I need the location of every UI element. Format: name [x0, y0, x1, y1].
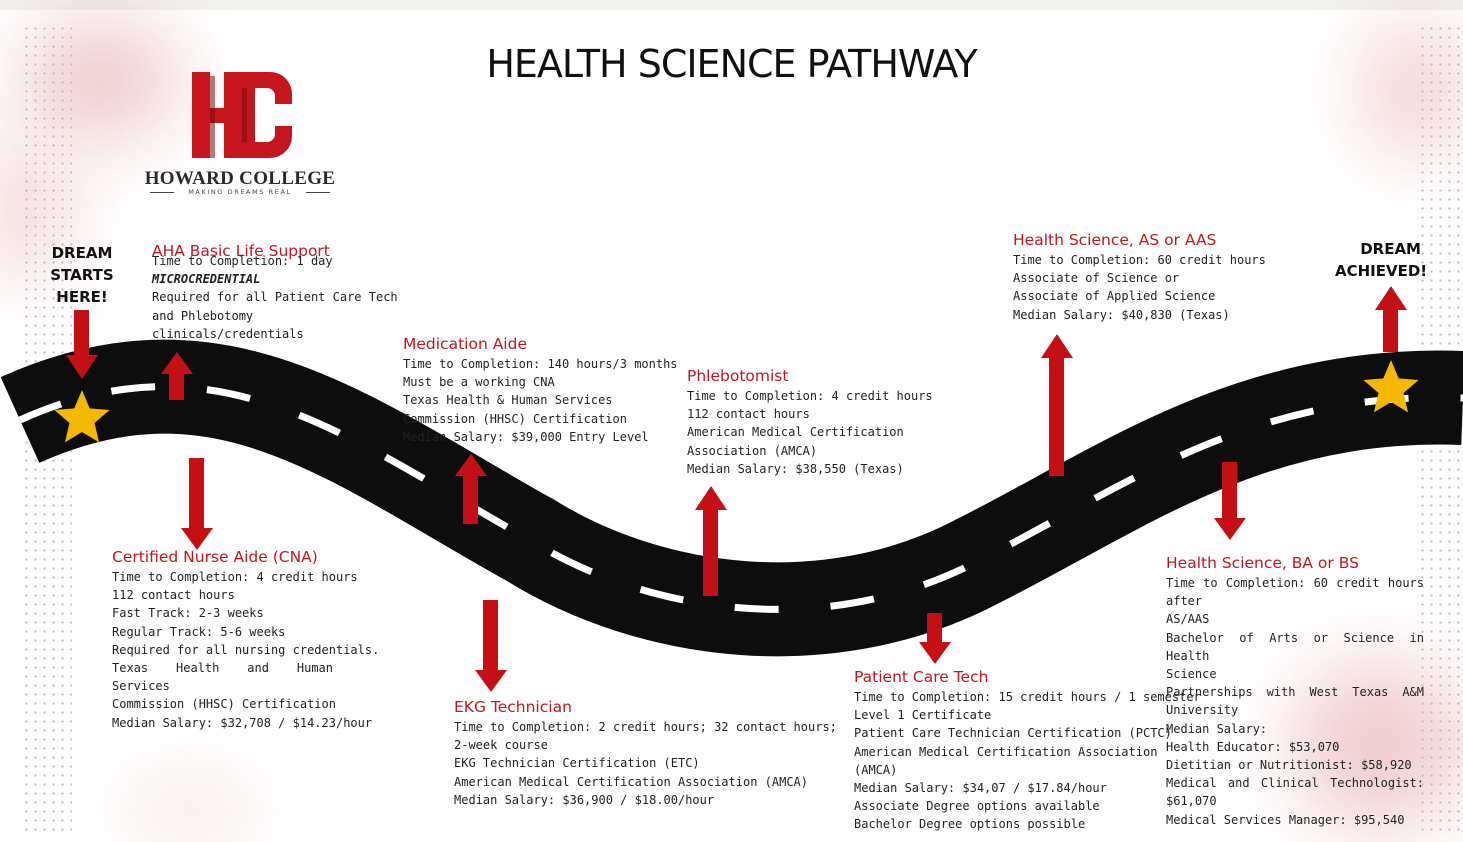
step-line: EKG Technician Certification (ETC): [454, 756, 700, 771]
step-line: Median Salary: $40,830 (Texas): [1013, 307, 1230, 322]
logo-tagline: MAKING DREAMS REAL: [188, 188, 292, 196]
step-line: Bachelor of Arts or Science in Health: [1166, 630, 1424, 663]
step-line: Partnerships with West Texas A&M: [1166, 685, 1424, 700]
step-line: Time to Completion: 4 credit hours: [687, 389, 933, 403]
step-line: Time to Completion: 1 day: [152, 254, 333, 268]
start-label: DREAM STARTS HERE!: [50, 242, 114, 308]
step-title: EKG Technician: [454, 698, 572, 716]
arrow-up-phleb-icon: [695, 486, 727, 596]
arrow-up-med-aide-icon: [455, 454, 487, 524]
end-label: DREAM ACHIEVED!: [1335, 238, 1427, 282]
arrow-down-cna-icon: [181, 458, 213, 550]
arrow-up-bls-icon: [161, 352, 193, 400]
step-line: Commission (HHSC) Certification: [403, 411, 627, 426]
step-line: Medical Services Manager: $95,540: [1166, 812, 1405, 827]
step-line: Median Salary: $32,708 / $14.23/hour: [112, 715, 373, 730]
step-medication-aide: Medication Aide Time to Completion: 140 …: [403, 334, 678, 446]
step-line: Texas Health and Human Services: [112, 661, 333, 694]
step-title: Certified Nurse Aide (CNA): [112, 548, 318, 566]
arrow-up-as-icon: [1041, 334, 1073, 476]
step-line: 112 contact hours: [687, 407, 810, 422]
arrow-up-end-icon: [1375, 286, 1407, 352]
step-line: Commission (HHSC) Certification: [112, 697, 336, 712]
road-center-line: [18, 383, 1463, 613]
step-line: Median Salary: $38,550 (Texas): [687, 461, 904, 476]
step-line: Median Salary: $36,900 / $18.00/hour: [454, 792, 715, 807]
step-patient-care-tech: Patient Care Tech Time to Completion: 15…: [854, 667, 1201, 834]
corner-glow: [120, 780, 260, 840]
step-ekg-technician: EKG Technician Time to Completion: 2 cre…: [454, 697, 837, 809]
step-line: 2-week course: [454, 738, 548, 753]
start-label-line: STARTS: [50, 266, 114, 284]
step-line: Required for all nursing credentials.: [112, 642, 380, 657]
step-line: Medical and Clinical Technologist: $61,0…: [1166, 776, 1424, 809]
step-line: Fast Track: 2-3 weeks: [112, 606, 264, 621]
step-bls: AHA Basic Life Support Time to Completio…: [152, 241, 398, 343]
step-line: American Medical Certification: [687, 425, 904, 440]
end-star-icon: [1363, 360, 1419, 413]
step-title: Health Science, AS or AAS: [1013, 231, 1217, 249]
step-line: Median Salary:: [1166, 721, 1268, 736]
logo-divider: [306, 192, 330, 193]
step-title: Medication Aide: [403, 335, 527, 353]
page-title: HEALTH SCIENCE PATHWAY: [486, 42, 977, 86]
step-health-science-ba: Health Science, BA or BS Time to Complet…: [1166, 553, 1424, 829]
arrow-down-start-icon: [66, 310, 98, 379]
step-line: Level 1 Certificate: [854, 708, 992, 723]
howard-college-logo: HOWARD COLLEGE MAKING DREAMS REAL: [140, 62, 340, 196]
step-line: Time to Completion: 4 credit hours: [112, 570, 358, 584]
step-line: Texas Health & Human Services: [403, 393, 613, 408]
logo-college-name: HOWARD COLLEGE: [144, 168, 336, 189]
step-line: AS/AAS: [1166, 612, 1210, 627]
step-line: Patient Care Technician Certification (P…: [854, 726, 1172, 741]
step-line: Time to Completion: 140 hours/3 months: [403, 357, 678, 371]
step-line: 112 contact hours: [112, 588, 235, 603]
top-band: [0, 0, 1463, 10]
start-star-icon: [54, 390, 110, 443]
arrow-down-pct-icon: [919, 613, 951, 664]
step-line: Median Salary: $34,07 / $17.84/hour: [854, 781, 1107, 796]
step-line: Median Salary: $39,000 Entry Level: [403, 429, 649, 444]
step-line: (AMCA): [854, 762, 898, 777]
step-title: Health Science, BA or BS: [1166, 554, 1359, 572]
hc-monogram-icon: [192, 72, 292, 158]
step-line: Required for all Patient Care Tech: [152, 290, 398, 305]
step-line: Association (AMCA): [687, 443, 818, 458]
step-health-science-as: Health Science, AS or AAS Time to Comple…: [1013, 230, 1266, 324]
step-line: Science: [1166, 667, 1217, 682]
step-line: Time to Completion: 2 credit hours; 32 c…: [454, 720, 837, 734]
step-line: Time to Completion: 15 credit hours / 1 …: [854, 690, 1201, 704]
step-line: Bachelor Degree options possible: [854, 817, 1086, 832]
step-line: American Medical Certification Associati…: [854, 744, 1158, 759]
step-line: University: [1166, 703, 1239, 718]
step-cna: Certified Nurse Aide (CNA) Time to Compl…: [112, 547, 379, 732]
step-line: Time to Completion: 60 credit hours: [1013, 253, 1266, 267]
arrow-down-ba-icon: [1214, 462, 1246, 540]
step-line: Regular Track: 5-6 weeks: [112, 624, 286, 639]
step-title: Phlebotomist: [687, 367, 789, 385]
step-line: Health Educator: $53,070: [1166, 739, 1340, 754]
step-line: clinicals/credentials: [152, 326, 304, 341]
end-label-line: ACHIEVED!: [1335, 262, 1428, 280]
step-line: American Medical Certification Associati…: [454, 774, 809, 789]
start-label-line: DREAM: [51, 244, 113, 262]
step-line: Associate of Applied Science: [1013, 289, 1216, 304]
arrow-down-ekg-icon: [475, 600, 507, 692]
step-line: Time to Completion: 60 credit hours afte…: [1166, 576, 1424, 609]
start-label-line: HERE!: [56, 288, 108, 306]
step-line: MICROCREDENTIAL: [152, 272, 261, 287]
logo-divider: [150, 192, 174, 193]
step-phlebotomist: Phlebotomist Time to Completion: 4 credi…: [687, 366, 933, 478]
end-label-line: DREAM: [1360, 240, 1421, 258]
step-line: Dietitian or Nutritionist: $58,920: [1166, 758, 1412, 773]
step-title: AHA Basic Life Support: [152, 242, 330, 260]
step-title: Patient Care Tech: [854, 668, 989, 686]
step-line: and Phlebotomy: [152, 308, 254, 323]
step-line: Associate Degree options available: [854, 799, 1100, 814]
step-line: Must be a working CNA: [403, 375, 555, 390]
step-line: Associate of Science or: [1013, 271, 1180, 286]
